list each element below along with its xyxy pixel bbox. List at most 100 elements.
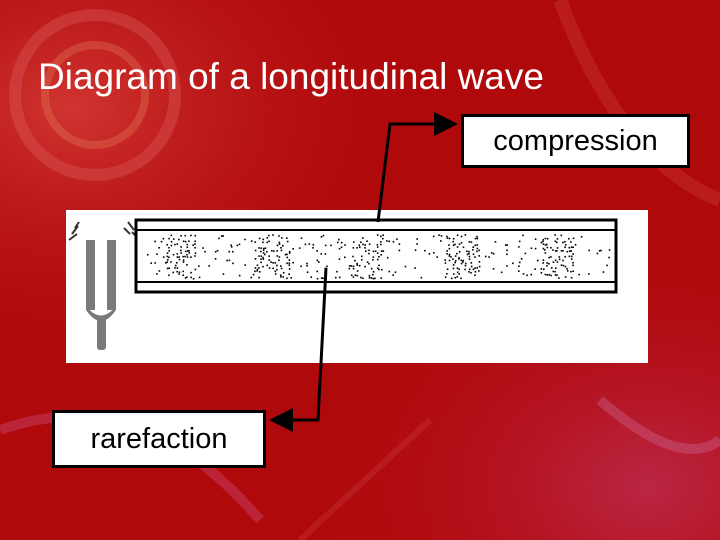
air-particle [214, 258, 217, 260]
air-particle [186, 276, 188, 278]
air-particle [562, 259, 564, 262]
air-particle [194, 240, 196, 243]
air-particle [260, 247, 262, 250]
air-particle [512, 262, 514, 265]
air-particle [456, 271, 459, 274]
air-particle [552, 270, 555, 273]
air-particle [282, 271, 285, 274]
air-particle [376, 267, 379, 270]
air-particle [544, 273, 547, 276]
air-particle [492, 252, 495, 255]
air-particle [404, 265, 407, 268]
air-particle [156, 253, 158, 256]
air-particle [180, 246, 182, 248]
air-particle [558, 258, 561, 261]
air-particle [436, 256, 439, 258]
air-particle [160, 240, 163, 243]
air-particle [432, 252, 435, 254]
air-particle [338, 247, 341, 250]
air-particle [568, 250, 571, 253]
air-particle [338, 276, 341, 279]
air-particle [522, 234, 524, 237]
air-particle [186, 250, 189, 252]
air-particle [368, 252, 370, 255]
air-particle [546, 265, 548, 267]
air-particle [230, 244, 232, 246]
rarefaction-label: rarefaction [52, 410, 266, 468]
air-particle [194, 246, 196, 249]
slide-title: Diagram of a longitudinal wave [38, 56, 544, 97]
air-particle [188, 240, 190, 243]
air-particle [170, 261, 172, 263]
air-particle [558, 277, 560, 279]
air-particle [182, 261, 185, 263]
air-particle [540, 271, 543, 274]
air-particle [324, 267, 327, 270]
air-particle [190, 234, 192, 237]
air-particle [572, 246, 574, 249]
air-particle [554, 270, 556, 273]
air-particle [184, 240, 187, 243]
air-particle [172, 238, 175, 240]
air-particle [216, 249, 219, 252]
air-particle [292, 247, 294, 250]
air-particle [448, 244, 450, 246]
air-particle [168, 237, 170, 240]
air-particle [542, 243, 545, 245]
air-particle [262, 249, 265, 251]
air-particle [524, 252, 527, 255]
air-particle [556, 261, 559, 263]
air-particle [284, 253, 287, 256]
air-particle [228, 259, 231, 262]
air-particle [340, 241, 343, 244]
air-particle [370, 277, 373, 279]
air-particle [534, 268, 536, 270]
air-particle [192, 244, 194, 247]
air-particle [534, 247, 537, 250]
air-particle [306, 271, 309, 274]
air-particle [444, 259, 446, 261]
air-particle [320, 253, 323, 255]
air-particle [244, 264, 246, 266]
air-particle [168, 267, 171, 270]
air-particle [250, 240, 253, 242]
air-particle [260, 261, 262, 264]
air-particle [544, 252, 547, 254]
air-particle [300, 237, 303, 239]
air-particle [360, 255, 363, 258]
air-particle [564, 240, 566, 243]
air-particle [264, 253, 266, 256]
air-particle [546, 237, 549, 240]
air-particle [350, 274, 353, 277]
air-particle [158, 270, 161, 272]
air-particle [274, 262, 277, 264]
air-particle [198, 276, 201, 279]
air-particle [464, 264, 467, 267]
air-particle [540, 241, 543, 244]
air-particle [264, 247, 267, 250]
air-particle [354, 274, 357, 276]
air-particle [184, 255, 186, 258]
air-particle [454, 243, 456, 246]
air-particle [376, 258, 379, 261]
air-particle [258, 267, 260, 269]
air-particle [288, 252, 291, 254]
air-particle [452, 244, 455, 247]
air-particle [450, 256, 452, 258]
air-particle [360, 276, 362, 279]
air-particle [476, 237, 479, 240]
air-particle [304, 243, 307, 246]
air-particle [550, 267, 553, 269]
air-particle [282, 276, 285, 278]
air-particle [176, 267, 179, 269]
air-particle [470, 265, 473, 268]
air-particle [518, 240, 521, 243]
air-particle [462, 246, 465, 249]
air-particle [570, 258, 573, 260]
air-particle [258, 247, 260, 249]
air-particle [190, 256, 192, 258]
air-particle [286, 277, 288, 280]
air-particle [288, 264, 291, 267]
air-particle [188, 252, 191, 254]
tuning-fork-icon [68, 221, 137, 350]
